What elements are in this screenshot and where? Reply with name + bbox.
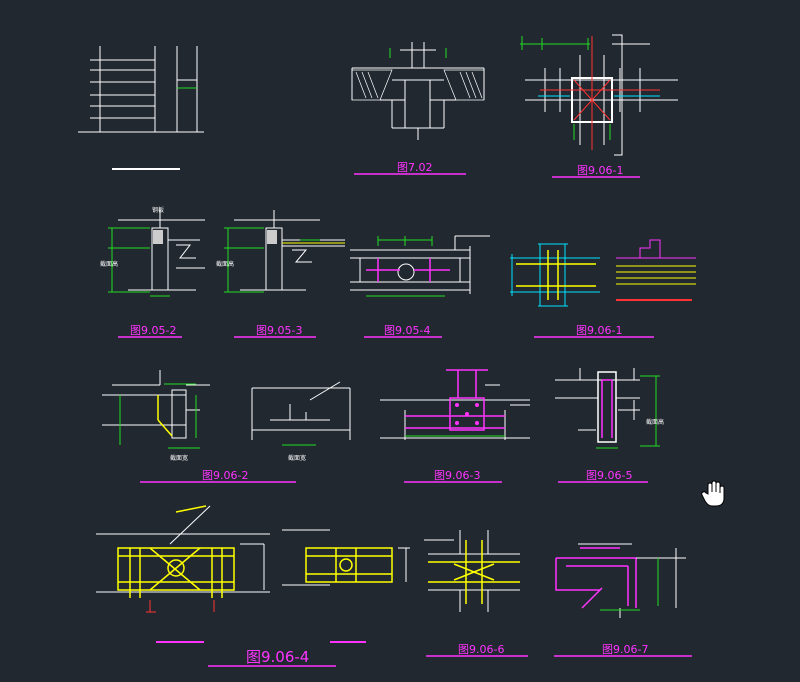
caption-9-06-6: 图9.06-6 [458, 643, 504, 656]
detail-9-05-3[interactable]: 截面高 图9.05-3 [216, 210, 345, 338]
caption-9-06-7: 图9.06-7 [602, 643, 648, 656]
caption-9-05-4: 图9.05-4 [384, 324, 430, 337]
hand-pointer-icon [701, 480, 725, 507]
detail-elevation-grid[interactable] [78, 46, 204, 170]
caption-9-06-4: 图9.06-4 [246, 648, 309, 666]
caption-9-05-2: 图9.05-2 [130, 324, 176, 337]
label-height-3: 截面高 [646, 418, 664, 426]
detail-9-06-1-top[interactable]: 图9.06-1 [520, 34, 678, 178]
caption-9-06-2: 图9.06-2 [202, 469, 248, 482]
detail-9-05-4[interactable]: 图9.05-4 [350, 235, 490, 338]
detail-9-06-6[interactable]: 图9.06-6 [424, 530, 528, 657]
caption-9-06-3: 图9.06-3 [434, 469, 480, 482]
detail-7-02[interactable]: 图7.02 [351, 42, 485, 175]
detail-9-06-1-row2[interactable]: 图9.06-1 [510, 239, 696, 338]
caption-9-06-1-top: 图9.06-1 [577, 164, 623, 177]
label-note: 钢板 [152, 206, 164, 214]
label-width-a: 截面宽 [170, 454, 188, 462]
detail-9-06-4[interactable]: 图9.06-4 [96, 505, 410, 667]
detail-9-06-3[interactable]: 图9.06-3 [380, 369, 530, 483]
label-width-b: 截面宽 [288, 454, 306, 462]
label-height-2: 截面高 [216, 260, 234, 268]
detail-9-06-5[interactable]: 截面高 图9.06-5 [555, 368, 664, 483]
caption-9-05-3: 图9.05-3 [256, 324, 302, 337]
caption-9-06-1-row2: 图9.06-1 [576, 324, 622, 337]
caption-7-02: 图7.02 [397, 161, 433, 174]
detail-9-05-2[interactable]: 截面高 钢板 图9.05-2 [100, 206, 205, 338]
detail-9-06-7[interactable]: 图9.06-7 [554, 543, 692, 657]
label-height: 截面高 [100, 260, 118, 268]
detail-9-06-2[interactable]: 截面宽 截面宽 图9.06-2 [102, 370, 351, 483]
caption-9-06-5: 图9.06-5 [586, 469, 632, 482]
